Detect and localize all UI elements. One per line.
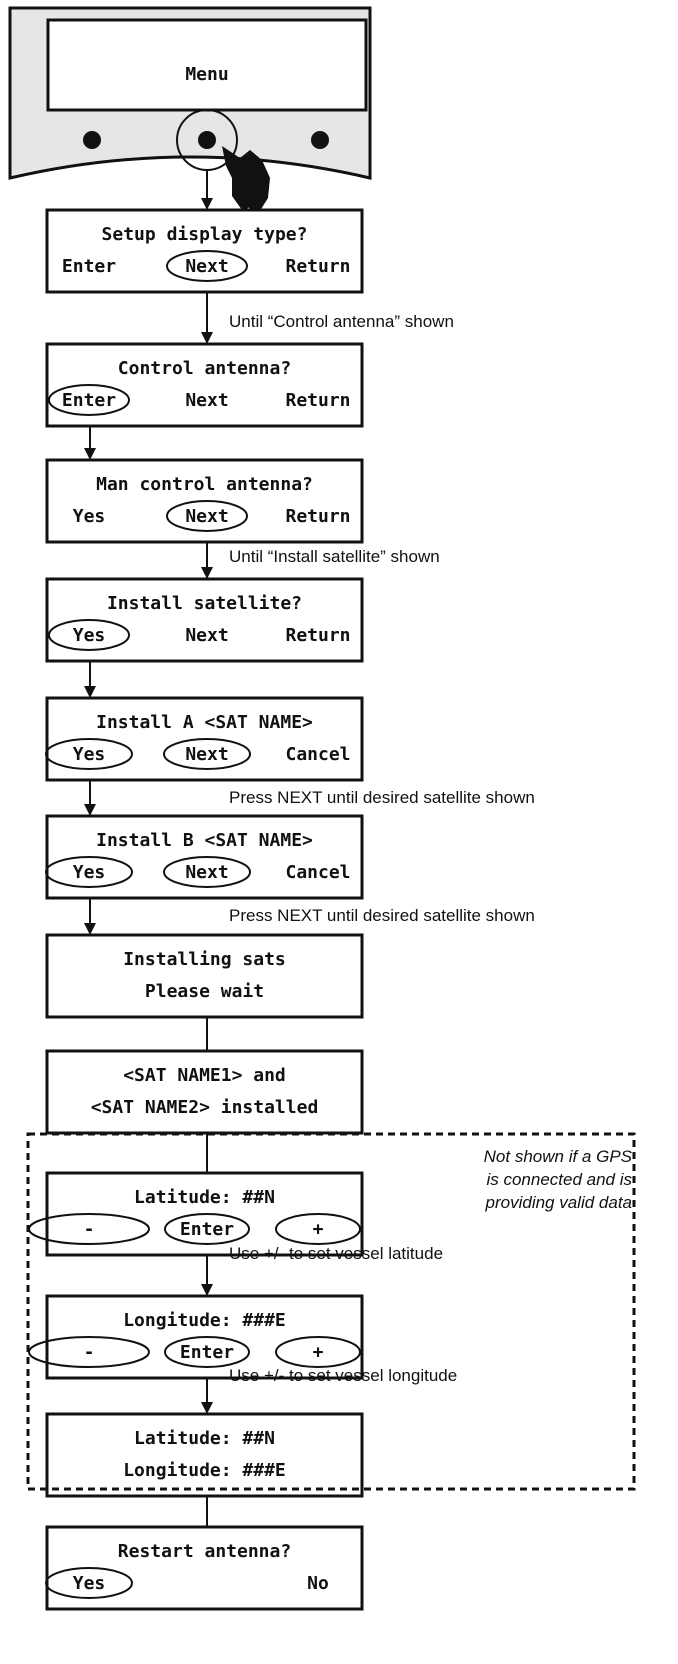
screen-line1-11: Restart antenna?: [118, 1541, 291, 1562]
gps-note-line-1: Not shown if a GPS: [484, 1147, 633, 1166]
option-highlight-oval: [164, 1336, 250, 1368]
screen-line1-7: <SAT NAME1> and: [123, 1065, 286, 1086]
annotations: Until “Control antenna” shown Until “Ins…: [229, 312, 535, 1385]
option-highlight-oval: [45, 738, 133, 770]
screen-line1-2: Man control antenna?: [96, 474, 313, 495]
annotation-4: Use +/- to set vessel latitude: [229, 1244, 443, 1263]
screen-9: Longitude: ###E - Enter +: [28, 1294, 364, 1380]
annotation-2: Press NEXT until desired satellite shown: [229, 788, 535, 807]
screen-line1-3: Install satellite?: [107, 593, 302, 614]
option-highlight-oval: [164, 1213, 250, 1245]
arrowhead: [84, 923, 96, 935]
arrowhead: [201, 1284, 213, 1296]
screen-line1-8: Latitude: ##N: [134, 1187, 275, 1208]
screen-line1-10: Latitude: ##N: [134, 1428, 275, 1449]
annotation-3: Press NEXT until desired satellite shown: [229, 906, 535, 925]
screen-4: Install A <SAT NAME> Yes Next Cancel: [45, 696, 364, 782]
connectors: [84, 170, 213, 1527]
screen-11: Restart antenna? Yes No: [45, 1525, 364, 1611]
option-1-1[interactable]: Next: [185, 390, 228, 411]
option-4-1[interactable]: Next: [185, 744, 228, 765]
option-2-1[interactable]: Next: [185, 506, 228, 527]
option-highlight-oval: [45, 1567, 133, 1599]
option-0-2[interactable]: Return: [285, 256, 350, 277]
option-11-0[interactable]: Yes: [73, 1573, 106, 1594]
left-button[interactable]: [83, 131, 101, 149]
option-highlight-oval: [163, 738, 251, 770]
option-0-1[interactable]: Next: [185, 256, 228, 277]
screen-line1-9: Longitude: ###E: [123, 1310, 286, 1331]
annotation-1: Until “Install satellite” shown: [229, 547, 440, 566]
device-panel: Menu: [8, 6, 372, 242]
option-3-1[interactable]: Next: [185, 625, 228, 646]
screen-box-7: [45, 1049, 364, 1135]
option-5-0[interactable]: Yes: [73, 862, 106, 883]
arrowhead: [201, 1402, 213, 1414]
option-highlight-oval: [275, 1213, 361, 1245]
option-11-1[interactable]: No: [307, 1573, 329, 1594]
option-5-2[interactable]: Cancel: [285, 862, 350, 883]
option-9-1[interactable]: Enter: [180, 1342, 234, 1363]
annotation-0: Until “Control antenna” shown: [229, 312, 454, 331]
option-highlight-oval: [48, 384, 130, 416]
option-highlight-oval: [45, 856, 133, 888]
arrowhead: [84, 804, 96, 816]
screen-line1-5: Install B <SAT NAME>: [96, 830, 313, 851]
option-4-2[interactable]: Cancel: [285, 744, 350, 765]
center-button[interactable]: [198, 131, 216, 149]
option-3-0[interactable]: Yes: [73, 625, 106, 646]
option-highlight-oval: [163, 856, 251, 888]
screen-line2-6: Please wait: [145, 981, 264, 1002]
option-highlight-oval: [166, 250, 248, 282]
option-highlight-oval: [166, 500, 248, 532]
option-3-2[interactable]: Return: [285, 625, 350, 646]
screen-box-11: [45, 1525, 364, 1611]
option-8-0[interactable]: -: [84, 1219, 95, 1240]
option-8-2[interactable]: +: [313, 1219, 324, 1240]
screen-10: Latitude: ##N Longitude: ###E: [45, 1412, 364, 1498]
screen-3: Install satellite?Yes Next Return: [45, 577, 364, 663]
screen-line2-10: Longitude: ###E: [123, 1460, 286, 1481]
screen-line1-0: Setup display type?: [102, 224, 308, 245]
screen-0: Setup display type? Enter Next Return: [45, 208, 364, 294]
screen-7: <SAT NAME1> and <SAT NAME2> installed: [45, 1049, 364, 1135]
option-4-0[interactable]: Yes: [73, 744, 106, 765]
screen-5: Install B <SAT NAME> Yes Next Cancel: [45, 814, 364, 900]
option-8-1[interactable]: Enter: [180, 1219, 234, 1240]
screen-line1-4: Install A <SAT NAME>: [96, 712, 313, 733]
device-screen: [46, 18, 368, 112]
gps-note-line-2: is connected and is: [486, 1170, 632, 1189]
screen-line1-6: Installing sats: [123, 949, 286, 970]
device-screen-text: Menu: [185, 64, 228, 85]
gps-note-line-3: providing valid data: [485, 1193, 632, 1212]
option-1-0[interactable]: Enter: [62, 390, 116, 411]
option-1-2[interactable]: Return: [285, 390, 350, 411]
screen-2: Man control antenna? Yes Next Return: [45, 458, 364, 544]
arrowhead: [201, 332, 213, 344]
option-highlight-oval: [275, 1336, 361, 1368]
arrowhead: [84, 686, 96, 698]
option-2-2[interactable]: Return: [285, 506, 350, 527]
screen-box-6: [45, 933, 364, 1019]
annotation-5: Use +/- to set vessel longitude: [229, 1366, 457, 1385]
right-button[interactable]: [311, 131, 329, 149]
option-2-0[interactable]: Yes: [73, 506, 106, 527]
arrowhead: [84, 448, 96, 460]
option-9-2[interactable]: +: [313, 1342, 324, 1363]
screen-1: Control antenna?Enter Next Return: [45, 342, 364, 428]
screen-8: Latitude: ##N - Enter +: [28, 1171, 364, 1257]
gps-dependent-region: Not shown if a GPS is connected and is p…: [26, 1132, 636, 1491]
screen-line1-1: Control antenna?: [118, 358, 291, 379]
arrowhead: [201, 198, 213, 210]
screen-box-10: [45, 1412, 364, 1498]
option-highlight-oval: [48, 619, 130, 651]
option-9-0[interactable]: -: [84, 1342, 95, 1363]
arrowhead: [201, 567, 213, 579]
screen-line2-7: <SAT NAME2> installed: [91, 1097, 319, 1118]
option-0-0[interactable]: Enter: [62, 256, 116, 277]
option-5-1[interactable]: Next: [185, 862, 228, 883]
